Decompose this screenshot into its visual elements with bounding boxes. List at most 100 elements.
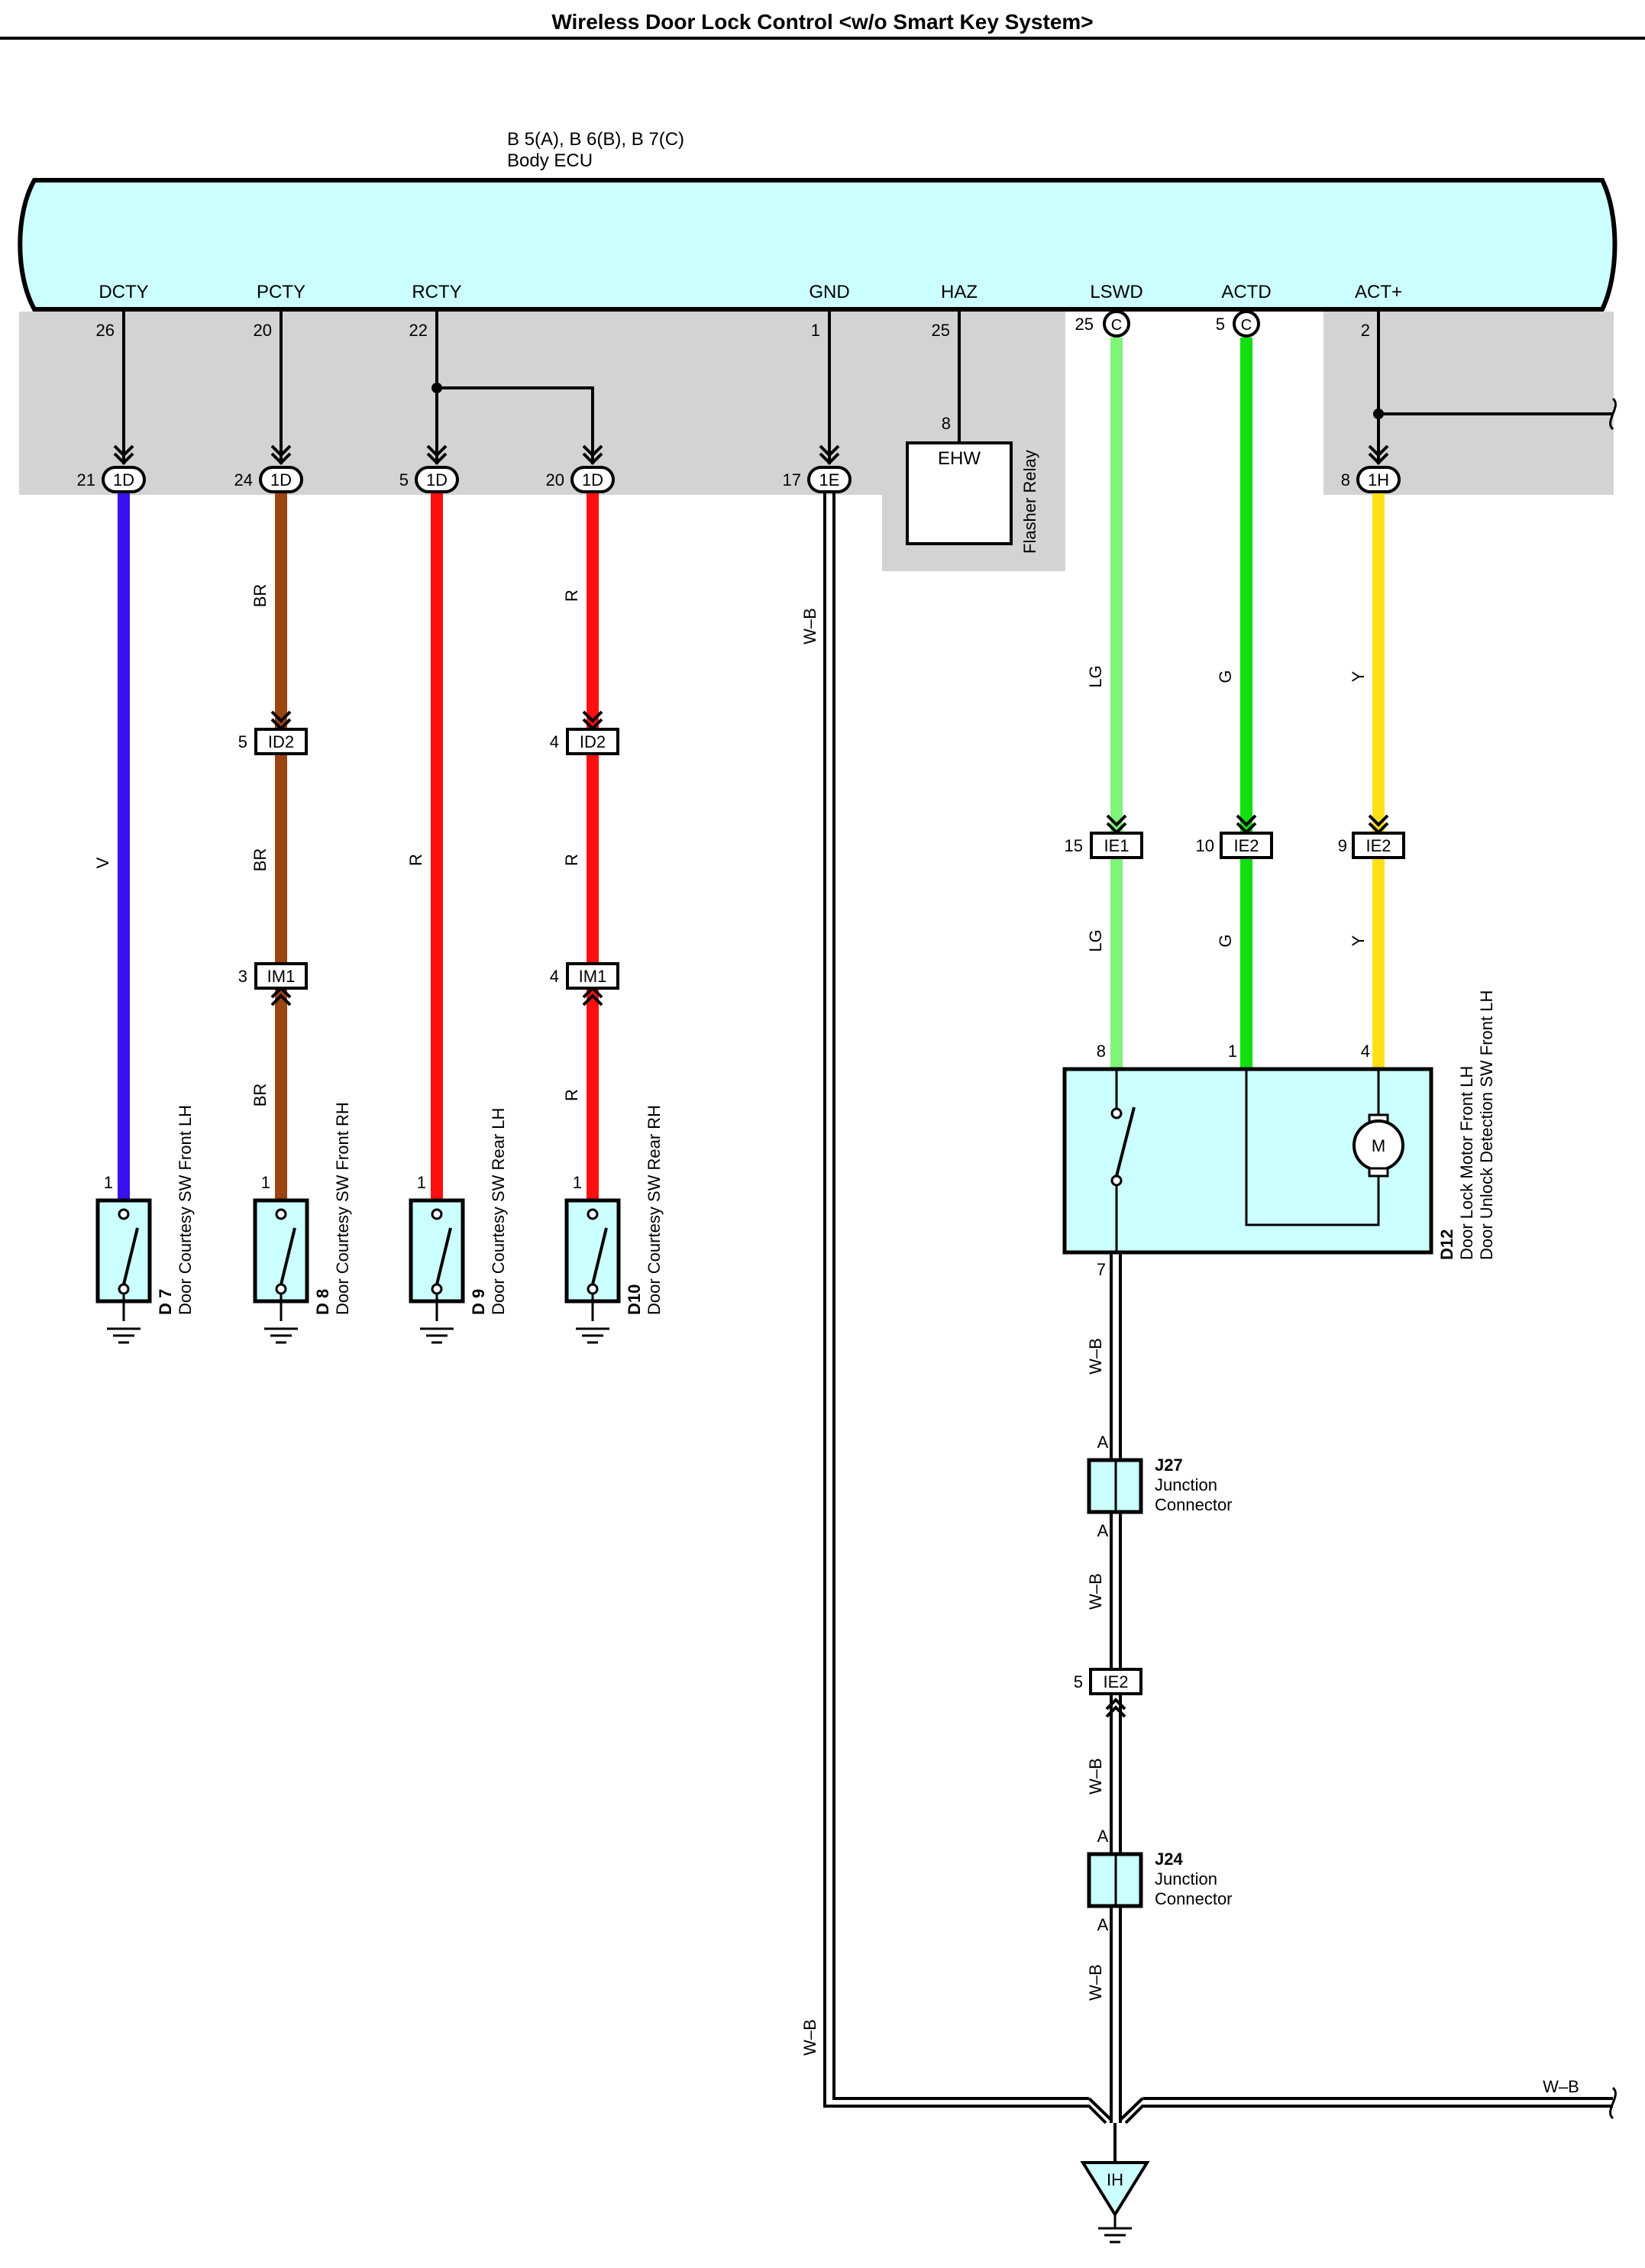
svg-text:IE1: IE1 xyxy=(1104,836,1129,855)
svg-text:Door Courtesy SW Front RH: Door Courtesy SW Front RH xyxy=(333,1102,352,1315)
label-gnd-1: W–B xyxy=(800,608,819,645)
label-d12-gnd-3: W–B xyxy=(1086,1758,1105,1795)
junction-j24: A A J24 Junction Connector xyxy=(1087,1827,1233,1934)
svg-text:1: 1 xyxy=(417,1173,426,1192)
terminal-haz-pin: 25 xyxy=(932,321,950,340)
ecu-leads xyxy=(122,312,1613,464)
door-courtesy-switches: 1 D 7 Door Courtesy SW Front LH 1 D 8 Do… xyxy=(95,1102,664,1344)
jb-actp: 1H 8 xyxy=(1341,466,1401,493)
switch-d8: 1 D 8 Door Courtesy SW Front RH xyxy=(253,1102,352,1344)
terminal-rcty-pin: 22 xyxy=(409,321,428,340)
body-ecu-block xyxy=(18,178,1618,312)
svg-text:IM1: IM1 xyxy=(267,967,296,986)
terminal-actp-name: ACT+ xyxy=(1355,282,1402,302)
svg-text:5: 5 xyxy=(1074,1672,1083,1691)
svg-text:IE2: IE2 xyxy=(1103,1672,1128,1691)
svg-text:3: 3 xyxy=(238,967,247,986)
label-rcty-r-3: R xyxy=(562,1089,581,1101)
svg-text:Connector: Connector xyxy=(1155,1889,1233,1908)
flasher-relay-name: Flasher Relay xyxy=(1020,450,1039,554)
svg-text:24: 24 xyxy=(234,470,253,489)
terminal-actp-pin: 2 xyxy=(1361,321,1370,340)
svg-text:Junction: Junction xyxy=(1155,1475,1217,1494)
svg-text:17: 17 xyxy=(783,470,801,489)
conn-im1-rear-rh: IM1 4 xyxy=(550,962,619,990)
ecu-connector-ids: B 5(A), B 6(B), B 7(C) xyxy=(507,129,684,150)
svg-text:D10: D10 xyxy=(625,1284,644,1315)
terminal-dcty-name: DCTY xyxy=(99,282,148,302)
label-dcty-1: V xyxy=(93,857,112,868)
label-d12-gnd-4: W–B xyxy=(1086,1964,1105,2001)
svg-text:A: A xyxy=(1097,1433,1109,1452)
actp-splice-dot xyxy=(1373,409,1384,419)
label-actp-2: Y xyxy=(1349,935,1368,946)
svg-text:D 8: D 8 xyxy=(313,1289,332,1315)
svg-text:1: 1 xyxy=(573,1173,582,1192)
gnd-wire xyxy=(823,492,1107,2124)
svg-text:D 9: D 9 xyxy=(469,1289,488,1315)
svg-text:Connector: Connector xyxy=(1155,1495,1233,1514)
svg-text:1D: 1D xyxy=(426,470,448,489)
ground-bus-break xyxy=(1609,2086,1617,2120)
svg-text:9: 9 xyxy=(1338,836,1347,855)
svg-text:5: 5 xyxy=(399,470,409,489)
jb-dcty: 1D 21 xyxy=(77,466,146,493)
ecu-connector-c-lswd: C xyxy=(1103,310,1130,338)
label-gnd-2: W–B xyxy=(800,2019,819,2056)
label-rcty-r-1: R xyxy=(562,590,581,602)
label-d12-gnd-2: W–B xyxy=(1086,1573,1105,1610)
svg-text:4: 4 xyxy=(550,732,559,751)
shading-gap xyxy=(1065,312,1323,495)
conn-ie2-ground: IE2 5 xyxy=(1074,1668,1142,1695)
svg-text:5: 5 xyxy=(238,732,247,751)
conn-id2-front-rh: ID2 5 xyxy=(238,728,308,755)
actp-continuation-break xyxy=(1609,397,1617,431)
flasher-relay-pin: 8 xyxy=(942,414,951,433)
svg-text:1: 1 xyxy=(104,1173,113,1192)
junction-block-connectors: 1D 21 1D 24 1D 5 1D 20 1E 17 1H 8 xyxy=(77,466,1401,493)
wire-labels: V BR BR BR R R R R W–B W–B LG LG G G Y Y… xyxy=(93,584,1368,2056)
terminal-pcty-name: PCTY xyxy=(257,282,305,302)
terminal-gnd-pin: 1 xyxy=(811,321,820,340)
svg-text:10: 10 xyxy=(1196,836,1214,855)
svg-text:Door Courtesy SW Front LH: Door Courtesy SW Front LH xyxy=(176,1105,195,1315)
jb-rcty-rh: 1D 20 xyxy=(546,466,615,493)
svg-text:C: C xyxy=(1111,317,1122,334)
label-pcty-2: BR xyxy=(250,848,270,872)
conn-id2-rear-rh: ID2 4 xyxy=(550,728,619,755)
svg-text:D 7: D 7 xyxy=(156,1289,175,1315)
svg-text:A: A xyxy=(1097,1521,1109,1540)
terminal-rcty-name: RCTY xyxy=(412,282,461,302)
svg-text:IM1: IM1 xyxy=(579,967,607,986)
svg-text:A: A xyxy=(1097,1827,1109,1846)
conn-im1-front-rh: IM1 3 xyxy=(238,962,308,990)
flasher-relay: 8 EHW Flasher Relay xyxy=(906,414,1039,554)
label-d12-gnd-1: W–B xyxy=(1086,1338,1105,1375)
svg-text:8: 8 xyxy=(1341,470,1350,489)
label-rcty-r-2: R xyxy=(562,854,581,866)
jb-pcty: 1D 24 xyxy=(234,466,303,493)
svg-text:4: 4 xyxy=(550,967,559,986)
label-pcty-1: BR xyxy=(250,584,270,608)
svg-text:Door Courtesy SW Rear LH: Door Courtesy SW Rear LH xyxy=(489,1108,508,1315)
d12-pin-8: 8 xyxy=(1097,1042,1106,1061)
d12-name-1: Door Lock Motor Front LH xyxy=(1457,1066,1476,1260)
svg-text:1H: 1H xyxy=(1368,470,1389,489)
terminal-lswd-name: LSWD xyxy=(1090,282,1142,302)
terminal-gnd-name: GND xyxy=(809,282,849,302)
svg-text:21: 21 xyxy=(77,470,95,489)
switch-d9: 1 D 9 Door Courtesy SW Rear LH xyxy=(409,1108,508,1344)
ground-bus-label: W–B xyxy=(1543,2077,1579,2096)
label-lswd-2: LG xyxy=(1086,929,1105,951)
terminal-actd-pin: 5 xyxy=(1216,315,1225,334)
flasher-relay-terminal: EHW xyxy=(938,448,981,469)
svg-text:IE2: IE2 xyxy=(1233,836,1259,855)
label-actd-2: G xyxy=(1216,934,1235,947)
svg-text:IH: IH xyxy=(1107,2170,1123,2189)
svg-text:ID2: ID2 xyxy=(268,732,294,751)
d12-pin-1: 1 xyxy=(1228,1042,1237,1061)
d12-name-2: Door Unlock Detection SW Front LH xyxy=(1477,990,1496,1260)
jb-gnd: 1E 17 xyxy=(783,466,852,493)
terminal-actd-name: ACTD xyxy=(1221,282,1271,302)
